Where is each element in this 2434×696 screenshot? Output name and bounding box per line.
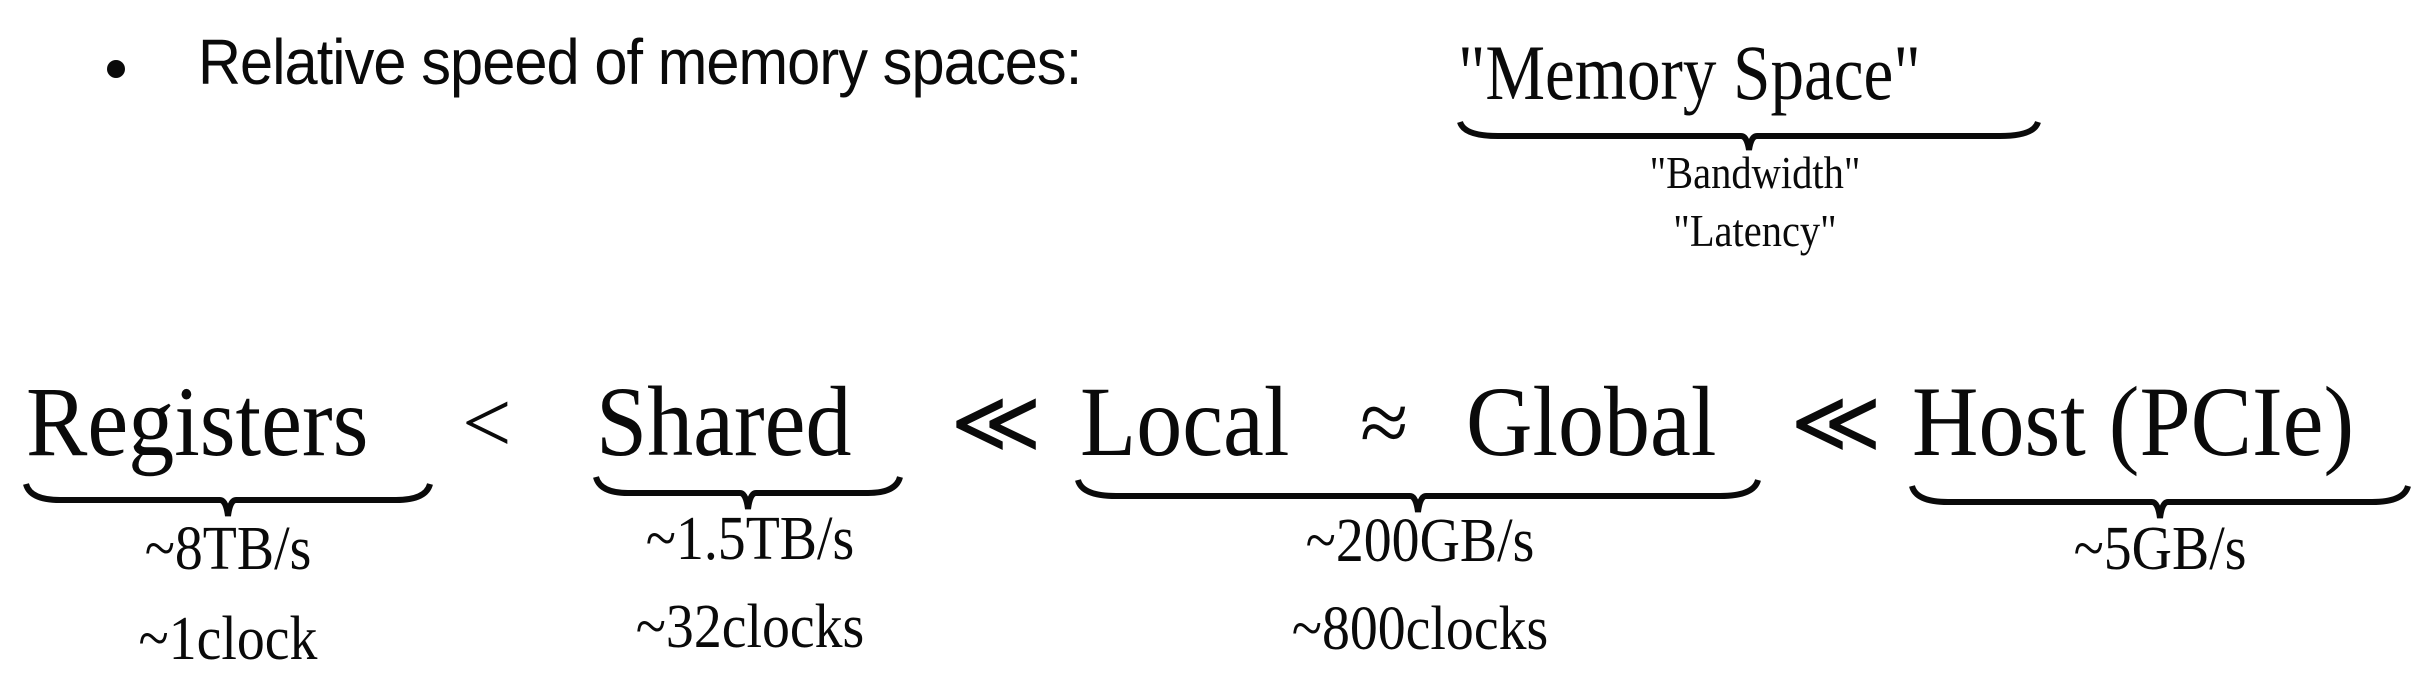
local-global-latency: ~800clocks: [1291, 595, 1549, 663]
legend-bandwidth: "Bandwidth": [1649, 147, 1861, 198]
term-local: Local: [1080, 366, 1290, 477]
registers-bandwidth: ~8TB/s: [144, 515, 312, 583]
registers-latency: ~1clock: [138, 605, 318, 673]
shared-latency: ~32clocks: [635, 593, 865, 661]
op-less-than: <: [462, 375, 512, 472]
local-global-bandwidth: ~200GB/s: [1305, 507, 1535, 575]
term-host-pcie: Host (PCIe): [1912, 366, 2355, 477]
op-much-less-than-1: ≪: [950, 375, 1043, 472]
brace-shared-icon: [593, 475, 903, 510]
op-approx: ≈: [1360, 375, 1409, 472]
shared-bandwidth: ~1.5TB/s: [645, 505, 855, 573]
slide-heading: Relative speed of memory spaces:: [198, 26, 1082, 98]
op-much-less-than-2: ≪: [1790, 375, 1883, 472]
host-bandwidth: ~5GB/s: [2073, 515, 2247, 583]
legend-brace-icon: [1457, 120, 2041, 151]
term-global: Global: [1466, 366, 1717, 477]
term-shared: Shared: [596, 366, 852, 477]
legend-latency: "Latency": [1673, 205, 1837, 256]
bullet-dot: [107, 60, 125, 78]
brace-registers-icon: [23, 482, 433, 517]
legend-title: "Memory Space": [1458, 29, 1921, 116]
brace-host-icon: [1909, 484, 2411, 519]
brace-local-global-icon: [1075, 478, 1761, 513]
term-registers: Registers: [26, 366, 369, 477]
